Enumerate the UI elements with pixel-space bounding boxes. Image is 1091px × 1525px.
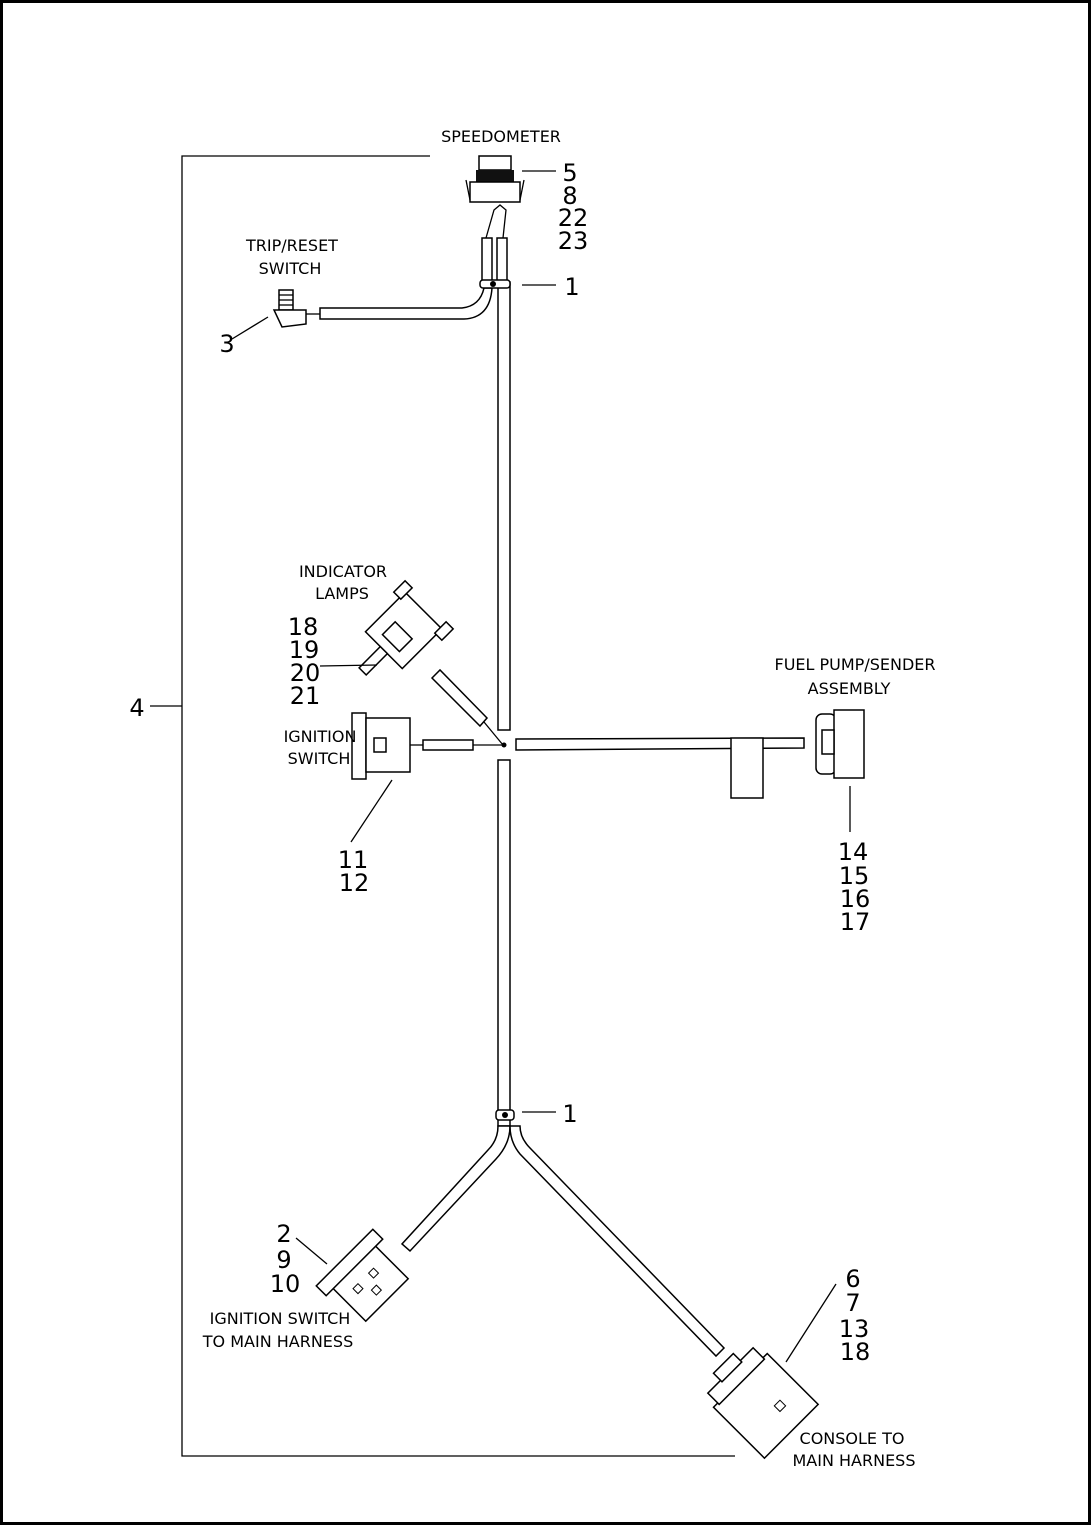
ref-number: 14 [838,838,869,866]
harness-wires [319,204,805,1358]
trip-reset-label-line2: SWITCH [259,259,322,278]
console-to-main-numbers: 6 7 13 18 [839,1265,871,1366]
trip-reset-label-line1: TRIP/RESET [245,236,338,255]
ignition-switch-label-line1: IGNITION [284,727,357,746]
ignition-to-main-connector [315,1228,410,1323]
ignition-switch-connector [351,712,423,780]
ref-number: 18 [840,1338,871,1366]
console-to-main-connector [706,1346,820,1460]
ignition-to-main-numbers: 2 9 10 [270,1220,301,1298]
fuel-pump-label-line2: ASSEMBLY [808,679,891,698]
indicator-lamps-label-line1: INDICATOR [299,562,387,581]
ref-number: 10 [270,1270,301,1298]
ref-number: 7 [845,1289,860,1317]
indicator-lamps-numbers: 18 19 20 21 [288,613,321,710]
speedometer-numbers: 5 8 22 23 [558,159,589,255]
ref-number: 20 [290,659,321,687]
ref-number: 6 [845,1265,860,1293]
ignition-switch-numbers: 11 12 [338,846,370,897]
ignition-to-main-label-line2: TO MAIN HARNESS [202,1332,353,1351]
indicator-lamps-label-line2: LAMPS [315,584,369,603]
ref-number: 16 [840,885,871,913]
ref-number: 2 [276,1220,291,1248]
fuel-pump-label-line1: FUEL PUMP/SENDER [774,655,935,674]
trip-reset-number: 3 [219,330,234,358]
indicator-lamps-connector [358,579,455,676]
ref-number: 8 [562,182,577,210]
ref-number: 11 [338,846,369,874]
ignition-to-main-label-line1: IGNITION SWITCH [210,1309,351,1328]
speedometer-connector [465,155,525,203]
harness-assembly-number: 4 [129,694,144,722]
ref-number: 13 [839,1315,870,1343]
ref-number: 23 [558,227,589,255]
ref-number: 21 [290,682,321,710]
ref-number: 19 [289,636,320,664]
console-to-main-label-line1: CONSOLE TO [800,1429,905,1448]
ref-number: 22 [558,204,589,232]
ref-number: 17 [840,908,871,936]
clip-bottom-number: 1 [562,1100,577,1128]
ref-number: 9 [276,1246,291,1274]
clip-top-part [479,279,511,289]
ref-number: 5 [562,159,577,187]
fuel-pump-numbers: 14 15 16 17 [838,838,871,936]
console-to-main-label-line2: MAIN HARNESS [792,1451,915,1470]
ref-number: 12 [339,869,370,897]
ref-number: 18 [288,613,319,641]
trip-reset-switch-part [272,289,320,328]
leader-lines [231,170,851,1363]
assembly-bracket [150,155,735,1457]
fuel-pump-connector [815,709,865,779]
clip-top-number: 1 [564,273,579,301]
ref-number: 15 [839,862,870,890]
ignition-switch-label-line2: SWITCH [288,749,351,768]
speedometer-label: SPEEDOMETER [441,127,561,146]
clip-bottom-part [495,1109,515,1121]
